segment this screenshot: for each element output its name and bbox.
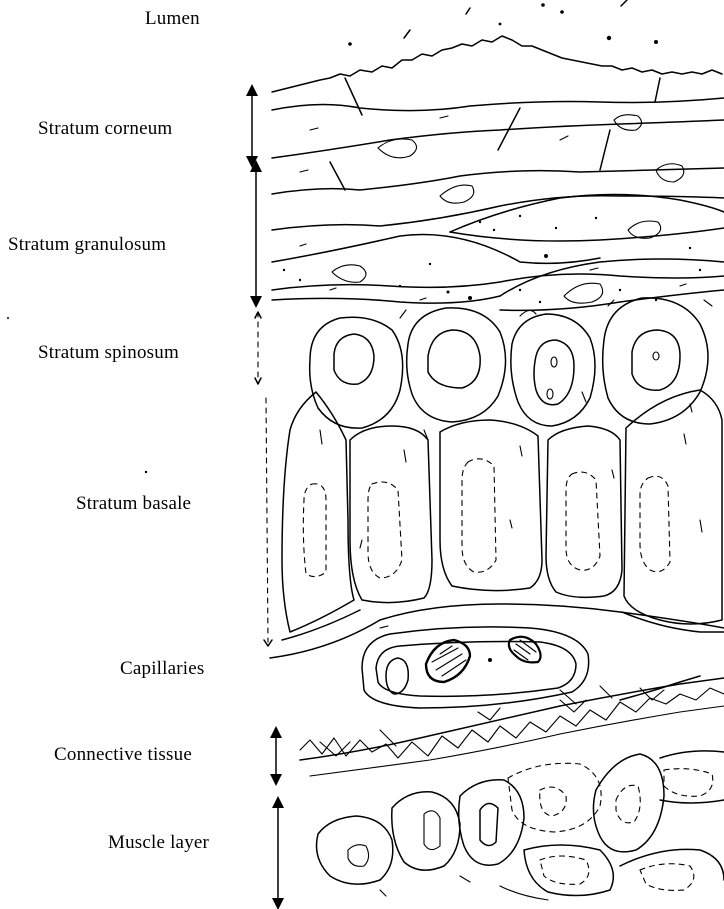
stratum-corneum-cells	[272, 36, 724, 203]
connective-tissue	[300, 676, 724, 776]
muscle-layer-cells	[317, 751, 724, 900]
stratum-granulosum-cells	[272, 194, 724, 310]
range-marker-basale	[266, 398, 268, 642]
layer-range-markers	[252, 90, 278, 904]
stratum-spinosum-cells	[310, 298, 712, 440]
capillary-vessel	[362, 627, 589, 708]
stratum-basale-cells	[270, 390, 724, 658]
stray-marks	[7, 317, 147, 473]
lumen-debris	[348, 0, 658, 46]
